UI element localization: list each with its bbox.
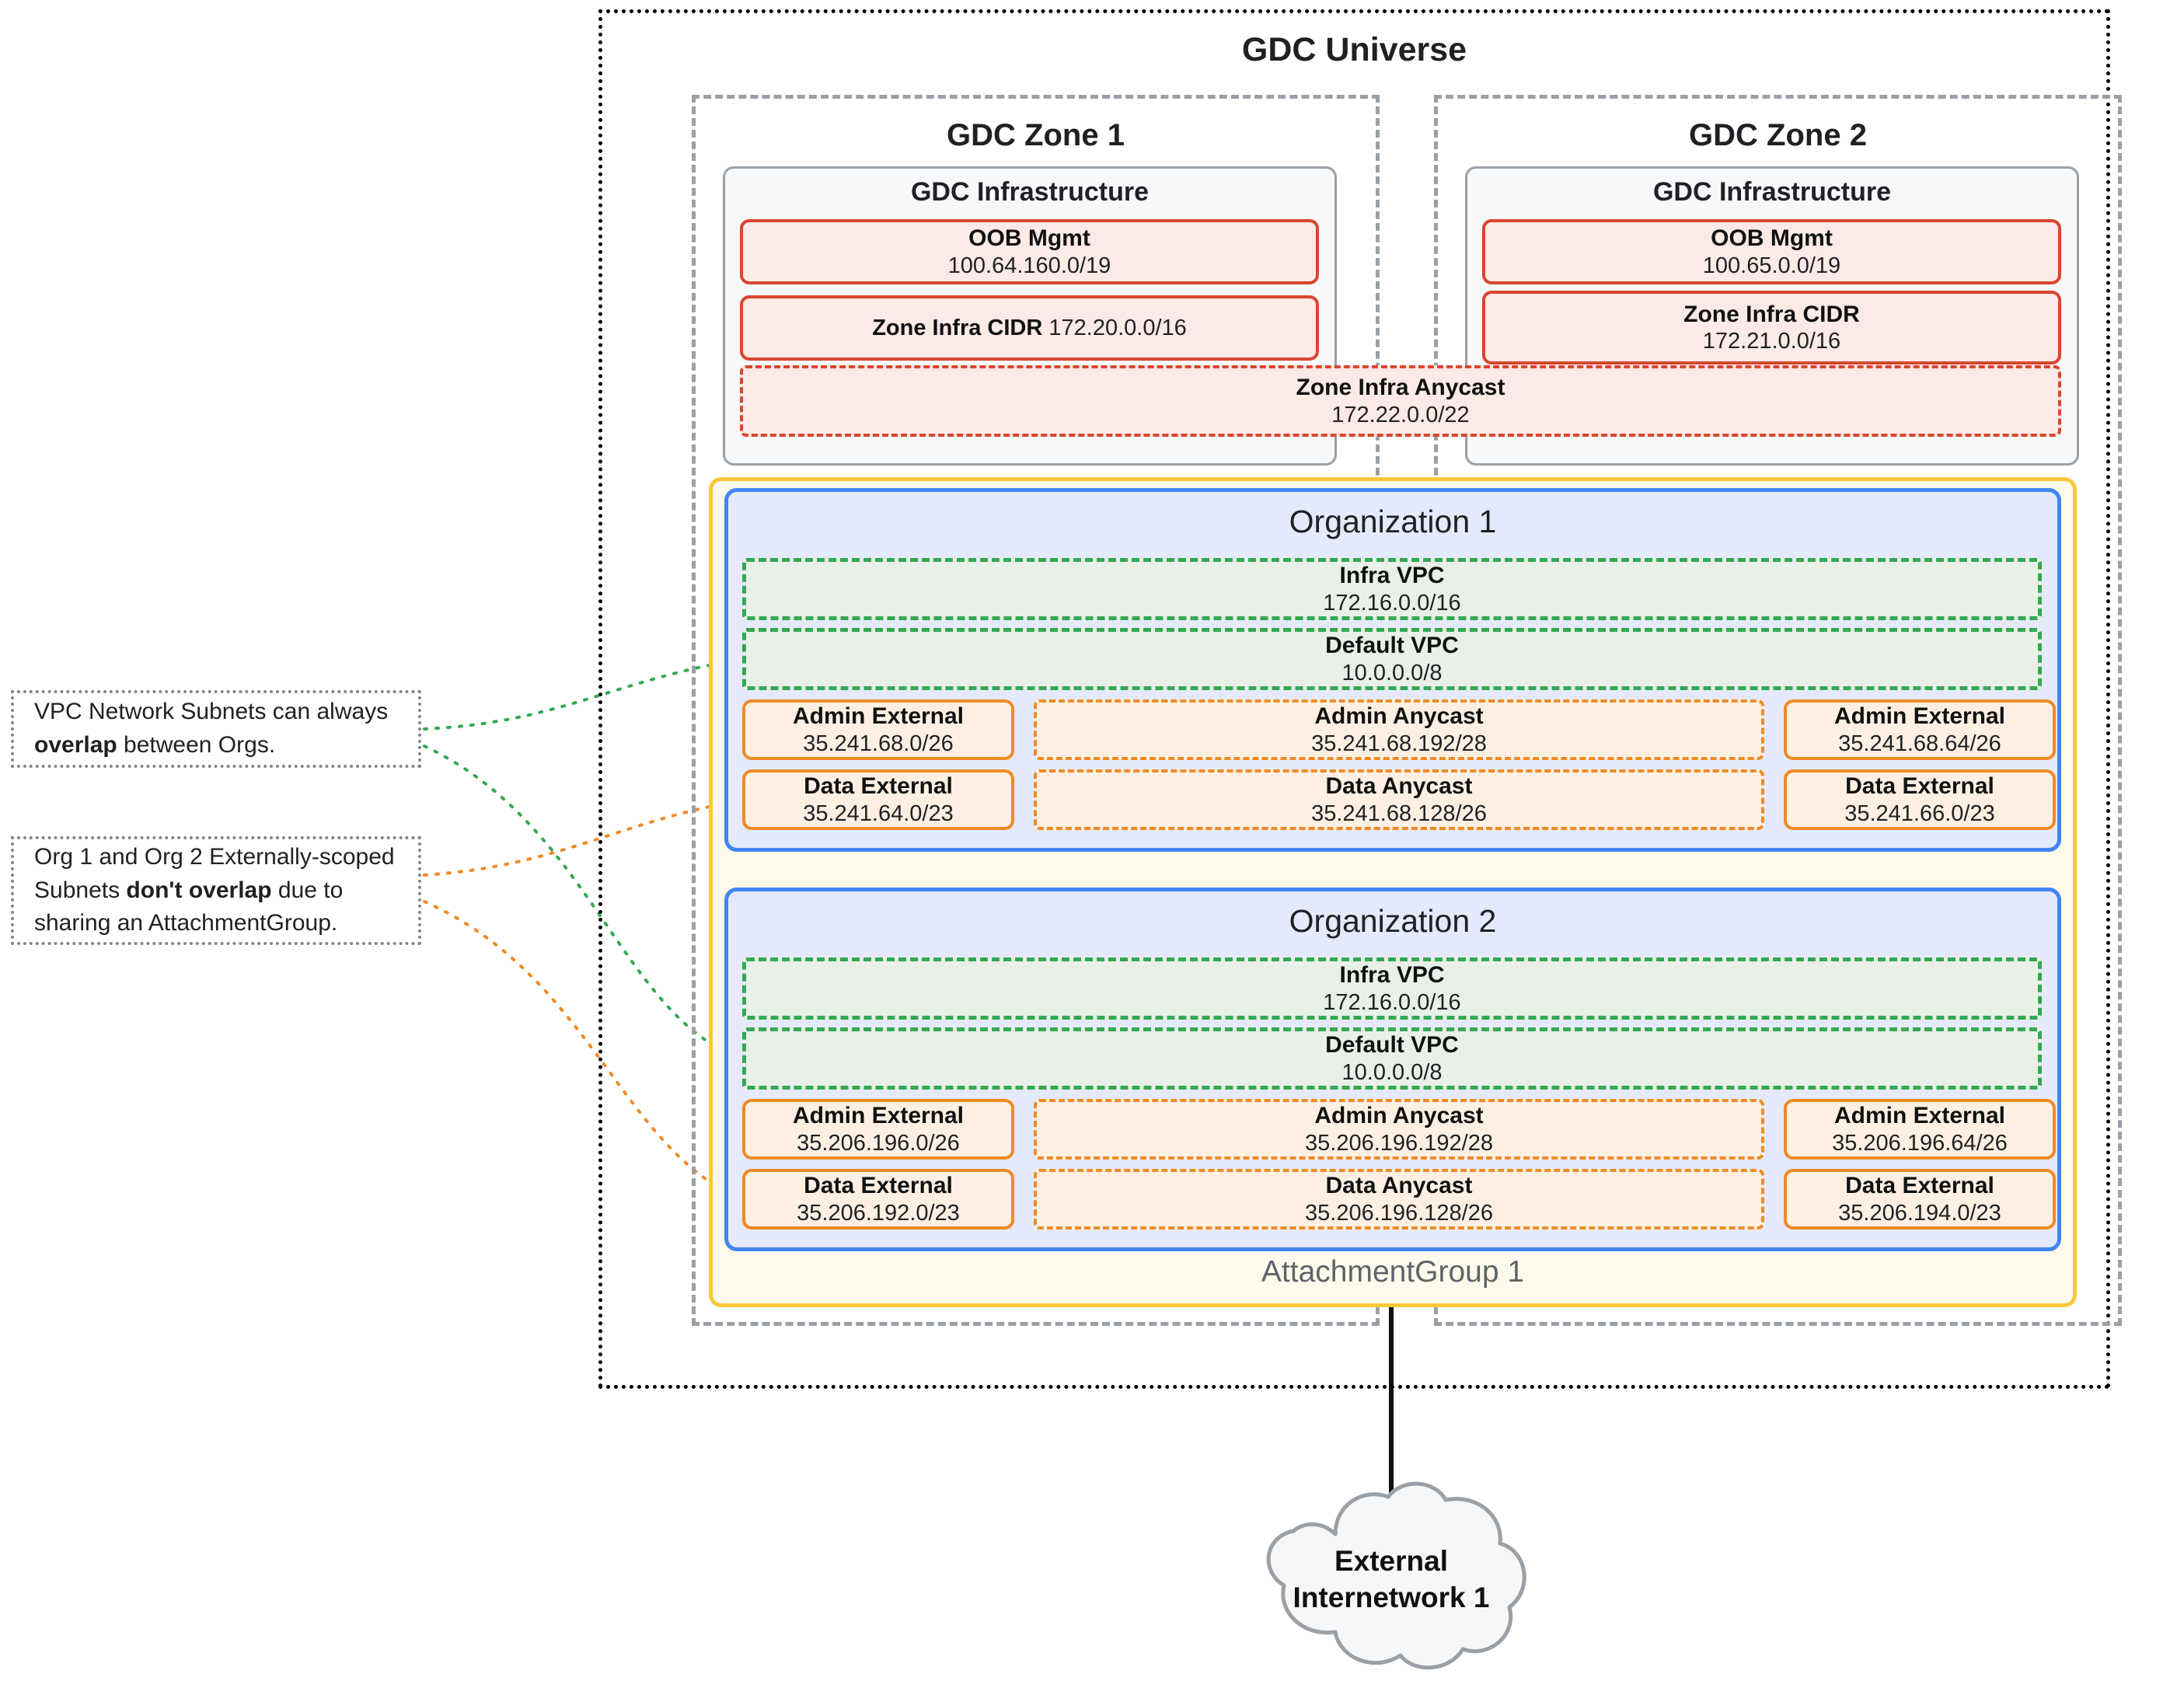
org-1-admin-anycast-cidr: 35.241.68.192/28: [1311, 731, 1487, 756]
org-1-default-vpc-cidr: 10.0.0.0/8: [1341, 660, 1443, 685]
zone-2-oob-mgmt-cidr: 100.65.0.0/19: [1702, 253, 1841, 278]
org-1-data-external-left-label: Data External: [804, 773, 953, 800]
zone-1-oob-mgmt-cidr: 100.64.160.0/19: [947, 253, 1111, 278]
org-1-admin-external-left-label: Admin External: [792, 703, 965, 730]
organization-2-title: Organization 2: [1289, 903, 1497, 939]
callout-1-bold: overlap: [34, 732, 117, 758]
org-1-data-anycast-label: Data Anycast: [1325, 773, 1473, 800]
zone-1-infra-cidr-label: Zone Infra CIDR: [872, 315, 1043, 340]
external-internetwork-line-1: External: [1334, 1545, 1448, 1578]
zone-1-oob-mgmt-label: OOB Mgmt: [968, 225, 1090, 252]
cloud-icon: [1266, 1481, 1526, 1670]
org-1-admin-external-right-cidr: 35.241.68.64/26: [1838, 731, 2001, 756]
org-2-admin-external-left-box[interactable]: Admin External 35.206.196.0/26: [742, 1099, 1014, 1160]
org-2-admin-anycast-cidr: 35.206.196.192/28: [1305, 1130, 1493, 1156]
zone-1-infra-cidr-line: Zone Infra CIDR 172.20.0.0/16: [872, 315, 1187, 341]
zone-2-infrastructure-title: GDC Infrastructure: [1652, 177, 1892, 207]
org-1-infra-vpc-box[interactable]: Infra VPC 172.16.0.0/16: [742, 558, 2042, 620]
external-internetwork-node[interactable]: External Internetwork 1: [1244, 1477, 1539, 1683]
callout-1-pre: VPC Network Subnets can always: [34, 699, 389, 725]
org-1-data-external-right-label: Data External: [1845, 773, 1994, 800]
org-2-data-external-left-cidr: 35.206.192.0/23: [797, 1200, 960, 1226]
org-2-data-anycast-cidr: 35.206.196.128/26: [1305, 1200, 1493, 1226]
org-2-admin-anycast-box[interactable]: Admin Anycast 35.206.196.192/28: [1034, 1099, 1764, 1160]
organization-1-title: Organization 1: [1289, 504, 1497, 539]
callout-2-post: due to sharing an AttachmentGroup.: [34, 877, 344, 936]
org-1-admin-external-left-cidr: 35.241.68.0/26: [803, 731, 954, 756]
org-2-admin-anycast-label: Admin Anycast: [1314, 1103, 1484, 1129]
org-2-infra-vpc-box[interactable]: Infra VPC 172.16.0.0/16: [742, 957, 2042, 1020]
gdc-zone-1-title: GDC Zone 1: [947, 118, 1125, 152]
zone-infra-anycast-cidr: 172.22.0.0/22: [1331, 402, 1470, 427]
callout-overlap-note: VPC Network Subnets can always overlap b…: [11, 690, 421, 768]
org-1-admin-anycast-label: Admin Anycast: [1314, 703, 1484, 730]
org-1-data-external-right-box[interactable]: Data External 35.241.66.0/23: [1784, 769, 2056, 830]
org-1-default-vpc-label: Default VPC: [1325, 633, 1459, 659]
org-2-admin-external-right-box[interactable]: Admin External 35.206.196.64/26: [1784, 1099, 2056, 1160]
gdc-universe-container: [598, 9, 2110, 1389]
callout-no-overlap-note: Org 1 and Org 2 Externally-scoped Subnet…: [11, 836, 421, 945]
org-2-default-vpc-label: Default VPC: [1325, 1032, 1459, 1059]
org-1-data-external-left-box[interactable]: Data External 35.241.64.0/23: [742, 769, 1014, 830]
zone-1-oob-mgmt-box[interactable]: OOB Mgmt 100.64.160.0/19: [740, 219, 1319, 284]
org-2-infra-vpc-label: Infra VPC: [1339, 962, 1445, 989]
zone-infra-anycast-label: Zone Infra Anycast: [1296, 375, 1505, 401]
org-1-infra-vpc-cidr: 172.16.0.0/16: [1323, 590, 1461, 616]
org-1-data-external-left-cidr: 35.241.64.0/23: [803, 800, 954, 826]
zone-2-infra-cidr-label: Zone Infra CIDR: [1683, 301, 1860, 327]
callout-1-post: between Orgs.: [117, 732, 276, 758]
zone-1-infra-cidr-box[interactable]: Zone Infra CIDR 172.20.0.0/16: [740, 295, 1319, 361]
external-internetwork-label: External Internetwork 1: [1244, 1477, 1539, 1683]
org-1-admin-external-left-box[interactable]: Admin External 35.241.68.0/26: [742, 699, 1014, 760]
org-1-admin-external-right-label: Admin External: [1833, 703, 2006, 730]
callout-overlap-text: VPC Network Subnets can always overlap b…: [34, 696, 398, 762]
callout-2-bold: don't overlap: [126, 877, 272, 903]
org-2-data-external-left-label: Data External: [804, 1173, 953, 1199]
external-internetwork-line-2: Internetwork 1: [1293, 1581, 1490, 1613]
zone-1-infra-cidr-value: 172.20.0.0/16: [1048, 315, 1187, 340]
zone-infra-anycast-box[interactable]: Zone Infra Anycast 172.22.0.0/22: [740, 365, 2061, 437]
gdc-universe-title: GDC Universe: [1241, 31, 1467, 68]
zone-2-oob-mgmt-box[interactable]: OOB Mgmt 100.65.0.0/19: [1482, 219, 2061, 284]
org-2-data-external-right-box[interactable]: Data External 35.206.194.0/23: [1784, 1169, 2056, 1229]
gdc-zone-2-title: GDC Zone 2: [1689, 118, 1867, 152]
callout-no-overlap-text: Org 1 and Org 2 Externally-scoped Subnet…: [34, 841, 398, 940]
zone-1-infrastructure-title: GDC Infrastructure: [910, 177, 1150, 207]
org-1-data-anycast-cidr: 35.241.68.128/26: [1311, 800, 1487, 826]
callout-2-pre: Org 1 and Org 2 Externally-scoped Subnet…: [34, 844, 395, 903]
org-1-data-external-right-cidr: 35.241.66.0/23: [1844, 800, 1995, 826]
org-2-admin-external-right-label: Admin External: [1833, 1103, 2006, 1129]
org-2-data-external-right-label: Data External: [1845, 1173, 1994, 1199]
zone-2-infra-cidr-box[interactable]: Zone Infra CIDR 172.21.0.0/16: [1482, 291, 2061, 364]
zone-2-oob-mgmt-label: OOB Mgmt: [1711, 225, 1833, 252]
org-2-data-external-left-box[interactable]: Data External 35.206.192.0/23: [742, 1169, 1014, 1229]
org-2-default-vpc-cidr: 10.0.0.0/8: [1341, 1059, 1443, 1085]
org-2-admin-external-left-label: Admin External: [792, 1103, 965, 1129]
org-1-admin-external-right-box[interactable]: Admin External 35.241.68.64/26: [1784, 699, 2056, 760]
org-2-infra-vpc-cidr: 172.16.0.0/16: [1323, 989, 1461, 1015]
org-2-data-external-right-cidr: 35.206.194.0/23: [1838, 1200, 2001, 1226]
org-1-data-anycast-box[interactable]: Data Anycast 35.241.68.128/26: [1034, 769, 1764, 830]
org-2-data-anycast-box[interactable]: Data Anycast 35.206.196.128/26: [1034, 1169, 1764, 1229]
org-2-default-vpc-box[interactable]: Default VPC 10.0.0.0/8: [742, 1027, 2042, 1090]
zone-2-infra-cidr-value: 172.21.0.0/16: [1702, 329, 1841, 354]
org-2-data-anycast-label: Data Anycast: [1325, 1173, 1473, 1199]
org-1-infra-vpc-label: Infra VPC: [1339, 563, 1445, 589]
org-2-admin-external-right-cidr: 35.206.196.64/26: [1832, 1130, 2008, 1156]
attachment-group-label: AttachmentGroup 1: [1261, 1255, 1525, 1289]
org-2-admin-external-left-cidr: 35.206.196.0/26: [797, 1130, 960, 1156]
org-1-default-vpc-box[interactable]: Default VPC 10.0.0.0/8: [742, 628, 2042, 690]
org-1-admin-anycast-box[interactable]: Admin Anycast 35.241.68.192/28: [1034, 699, 1764, 760]
